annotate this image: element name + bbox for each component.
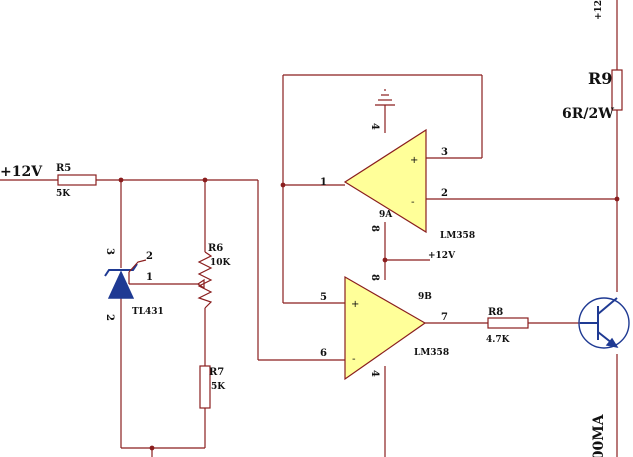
tl431-pin2: 2 (104, 314, 115, 321)
net-labels: +12V +12V +12V 500MA (0, 0, 607, 457)
opamp-9a-part: LM358 (440, 231, 475, 241)
potentiometer-r6: R6 10K 1 (146, 243, 232, 309)
opamp-9b-pin7: 7 (441, 312, 448, 323)
tl431-regulator: 3 2 2 TL431 (104, 248, 164, 321)
opamp-9a-pin4: 4 (369, 123, 380, 130)
opamp-9a-pin3: 3 (441, 147, 448, 158)
opamp-9b-name: 9B (418, 292, 432, 302)
npn-transistor (578, 297, 630, 349)
resistor-r7: R7 5K (199, 365, 226, 409)
r9-name: R9 (588, 69, 612, 88)
r9-value: 6R/2W (562, 106, 614, 122)
opamp-9a-pin2: 2 (441, 188, 448, 199)
resistor-r8: R8 4.7K (486, 307, 529, 345)
supply-top-label: +12V (594, 0, 604, 20)
opamp-9b-minus: - (352, 354, 356, 365)
r8-name: R8 (488, 307, 503, 318)
ground-symbol (375, 89, 395, 106)
supply-left-label: +12V (0, 164, 43, 180)
r5-value: 5K (56, 189, 71, 199)
opamp-9b-pin8: 8 (369, 274, 380, 281)
tl431-pin3: 3 (104, 248, 115, 255)
junction-dots (118, 177, 620, 451)
r6-value: 10K (210, 258, 232, 268)
opamp-9b-part: LM358 (414, 348, 449, 358)
r6-wiper-pin: 1 (146, 272, 153, 283)
opamp-9a-pin8: 8 (369, 225, 380, 232)
resistor-r9: R9 6R/2W (562, 69, 623, 122)
opamp-9a-plus: + (410, 155, 418, 166)
tl431-ref-pin: 2 (146, 251, 153, 262)
r8-value: 4.7K (486, 335, 511, 345)
r7-name: R7 (209, 367, 224, 378)
opamp-9b-pin5: 5 (320, 292, 327, 303)
opamp-9a-pin1: 1 (320, 177, 327, 188)
current-label: 500MA (591, 413, 607, 457)
tl431-name: TL431 (132, 307, 164, 317)
r5-name: R5 (56, 163, 71, 174)
r6-name: R6 (208, 243, 223, 254)
opamp-9a: + - 1 2 3 4 8 9A LM358 (320, 123, 475, 241)
opamp-9b-plus: + (351, 299, 359, 310)
wires (0, 0, 618, 457)
resistor-r5: R5 5K (56, 163, 97, 199)
opamp-9b-pin4: 4 (369, 370, 380, 377)
opamp-9b-pin6: 6 (320, 348, 327, 359)
supply-mid-label: +12V (428, 251, 456, 261)
opamp-9b: + - 5 6 7 8 4 9B LM358 (320, 274, 449, 381)
opamp-9a-name: 9A (379, 210, 393, 220)
r7-value: 5K (211, 382, 226, 392)
opamp-9a-minus: - (411, 197, 415, 208)
